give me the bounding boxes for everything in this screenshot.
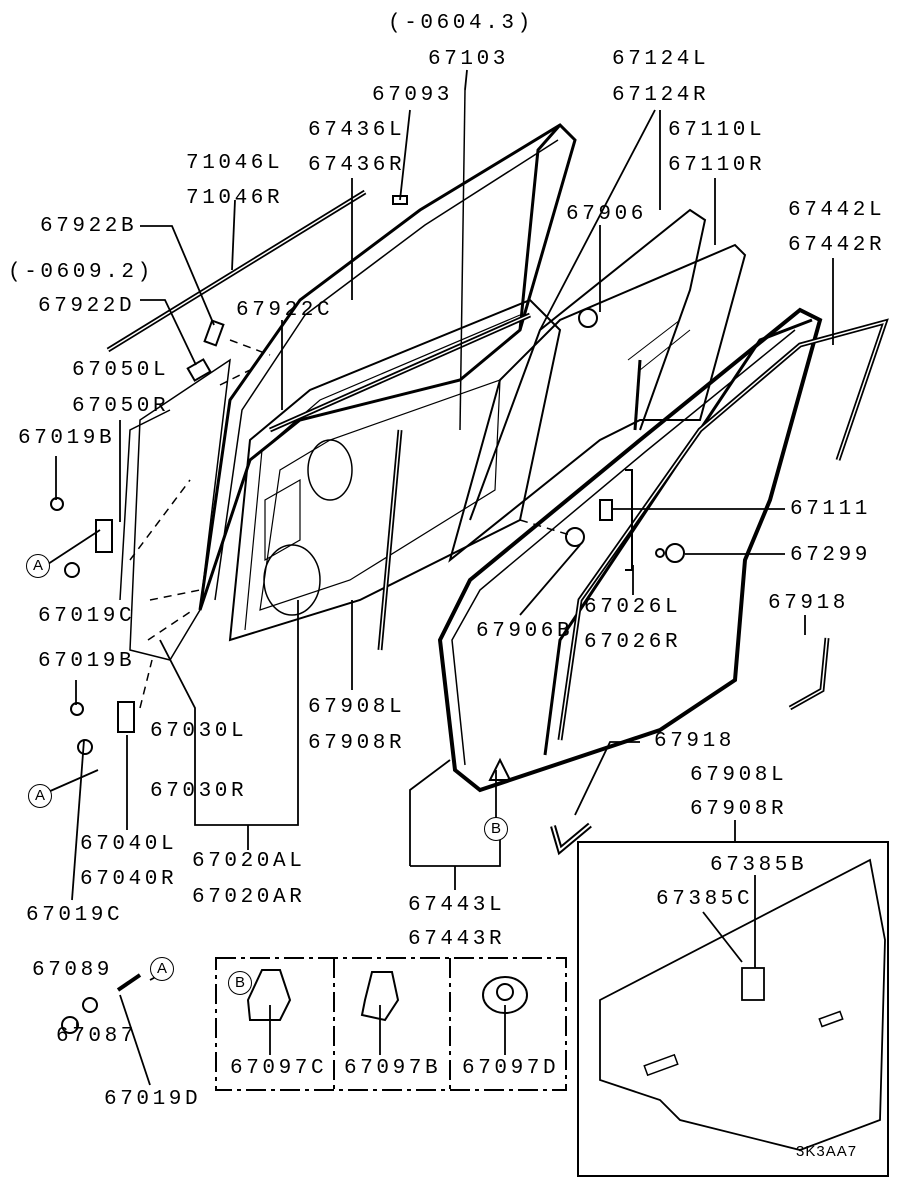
part-number-label[interactable]: 67110L bbox=[668, 119, 766, 142]
part-number-label[interactable]: 67922D bbox=[38, 295, 136, 318]
part-number-label[interactable]: 67030L bbox=[150, 720, 248, 743]
callout-a: A bbox=[26, 554, 50, 578]
part-number-label[interactable]: 67906B bbox=[476, 620, 574, 643]
part-number-label[interactable]: 67443L bbox=[408, 894, 506, 917]
part-number-label[interactable]: 67385B bbox=[710, 854, 808, 877]
part-number-label[interactable]: 71046L bbox=[186, 152, 284, 175]
date-range-label: (-0604.3) bbox=[388, 12, 534, 35]
part-number-label[interactable]: 67020AR bbox=[192, 886, 306, 909]
part-number-label[interactable]: 67050R bbox=[72, 395, 170, 418]
part-number-label[interactable]: 67040L bbox=[80, 833, 178, 856]
part-number-label[interactable]: 67436R bbox=[308, 154, 406, 177]
part-number-label[interactable]: 67111 bbox=[790, 498, 872, 521]
part-number-label[interactable]: 67124R bbox=[612, 84, 710, 107]
part-number-label[interactable]: 67026R bbox=[584, 631, 682, 654]
part-number-label[interactable]: 67097B bbox=[344, 1057, 442, 1080]
part-number-label[interactable]: 67026L bbox=[584, 596, 682, 619]
part-number-label[interactable]: 67050L bbox=[72, 359, 170, 382]
part-number-label[interactable]: 67442L bbox=[788, 199, 886, 222]
part-number-label[interactable]: 67110R bbox=[668, 154, 766, 177]
part-number-label[interactable]: 67093 bbox=[372, 84, 454, 107]
callout-b: B bbox=[228, 971, 252, 995]
part-number-label[interactable]: 67908R bbox=[690, 798, 788, 821]
part-number-label[interactable]: 67097D bbox=[462, 1057, 560, 1080]
diagram-code: 3K3AA7 bbox=[796, 1143, 858, 1160]
part-number-label[interactable]: 67299 bbox=[790, 544, 872, 567]
part-number-label[interactable]: 67019C bbox=[38, 605, 136, 628]
callout-b: B bbox=[484, 817, 508, 841]
part-number-label[interactable]: 67442R bbox=[788, 234, 886, 257]
callout-a: A bbox=[28, 784, 52, 808]
part-number-label[interactable]: 67087 bbox=[56, 1025, 138, 1048]
part-number-label[interactable]: 67906 bbox=[566, 203, 648, 226]
part-number-label[interactable]: 67019B bbox=[18, 427, 116, 450]
part-number-label[interactable]: 67103 bbox=[428, 48, 510, 71]
part-number-label[interactable]: 67124L bbox=[612, 48, 710, 71]
callout-a: A bbox=[150, 957, 174, 981]
part-number-label[interactable]: 67040R bbox=[80, 868, 178, 891]
part-number-label[interactable]: 67918 bbox=[768, 592, 850, 615]
part-number-label[interactable]: 67922C bbox=[236, 299, 334, 322]
part-number-label[interactable]: 67019C bbox=[26, 904, 124, 927]
part-number-label[interactable]: 67443R bbox=[408, 928, 506, 951]
part-number-label[interactable]: 67908L bbox=[690, 764, 788, 787]
part-number-label[interactable]: 67918 bbox=[654, 730, 736, 753]
date-range-label: (-0609.2) bbox=[8, 261, 154, 284]
part-number-label[interactable]: 67030R bbox=[150, 780, 248, 803]
part-number-label[interactable]: 67089 bbox=[32, 959, 114, 982]
part-number-label[interactable]: 67385C bbox=[656, 888, 754, 911]
part-number-label[interactable]: 67908R bbox=[308, 732, 406, 755]
part-number-label[interactable]: 67908L bbox=[308, 696, 406, 719]
part-number-label[interactable]: 67019B bbox=[38, 650, 136, 673]
part-number-label[interactable]: 67436L bbox=[308, 119, 406, 142]
part-number-label[interactable]: 67097C bbox=[230, 1057, 328, 1080]
part-number-label[interactable]: 67922B bbox=[40, 215, 138, 238]
part-number-label[interactable]: 67020AL bbox=[192, 850, 306, 873]
part-number-label[interactable]: 67019D bbox=[104, 1088, 202, 1111]
part-number-label[interactable]: 71046R bbox=[186, 187, 284, 210]
